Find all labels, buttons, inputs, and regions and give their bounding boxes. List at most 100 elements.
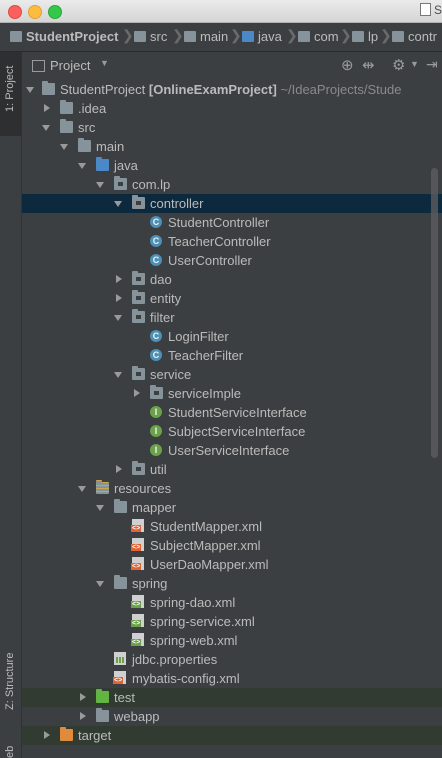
chevron-right-icon[interactable] <box>44 104 50 112</box>
tree-item[interactable]: C StudentController <box>22 213 442 232</box>
tree-item[interactable]: StudentMapper.xml <box>22 517 442 536</box>
tree-item[interactable]: filter <box>22 308 442 327</box>
class-icon: C <box>150 254 162 266</box>
breadcrumb-controller[interactable]: contr <box>392 29 437 44</box>
chevron-down-icon[interactable] <box>114 201 122 207</box>
breadcrumb-project[interactable]: StudentProject <box>10 29 118 44</box>
tree-item[interactable]: test <box>22 688 442 707</box>
chevron-right-icon[interactable] <box>116 465 122 473</box>
tree-item[interactable]: mybatis-config.xml <box>22 669 442 688</box>
tree-item[interactable]: java <box>22 156 442 175</box>
tree-item[interactable]: resources <box>22 479 442 498</box>
tree-item[interactable]: I UserServiceInterface <box>22 441 442 460</box>
chevron-down-icon[interactable] <box>26 87 34 93</box>
project-icon <box>10 31 22 42</box>
breadcrumb-com[interactable]: com <box>298 29 339 44</box>
chevron-down-icon[interactable] <box>96 505 104 511</box>
package-icon <box>132 290 145 304</box>
tree-item[interactable]: spring <box>22 574 442 593</box>
folder-icon <box>114 575 127 589</box>
tree-item[interactable]: jdbc.properties <box>22 650 442 669</box>
chevron-right-icon: ❯ <box>340 27 352 43</box>
chevron-right-icon: ❯ <box>122 27 134 43</box>
chevron-right-icon[interactable] <box>80 693 86 701</box>
source-folder-icon <box>242 31 254 42</box>
chevron-down-icon[interactable] <box>96 182 104 188</box>
tree-item[interactable]: spring-service.xml <box>22 612 442 631</box>
folder-icon <box>4 120 14 130</box>
tree-item[interactable]: target <box>22 726 442 745</box>
chevron-right-icon: ❯ <box>380 27 392 43</box>
folder-icon <box>60 100 73 114</box>
tree-item[interactable]: UserDaoMapper.xml <box>22 555 442 574</box>
zoom-icon[interactable] <box>48 5 62 19</box>
chevron-down-icon[interactable] <box>78 486 86 492</box>
tab-structure[interactable]: Z: Structure <box>4 652 16 710</box>
source-folder-icon <box>96 157 109 171</box>
tree-item[interactable]: SubjectMapper.xml <box>22 536 442 555</box>
chevron-right-icon[interactable] <box>116 275 122 283</box>
tree-item[interactable]: C TeacherFilter <box>22 346 442 365</box>
class-icon: C <box>150 330 162 342</box>
chevron-down-icon[interactable]: ▼ <box>410 59 419 69</box>
excluded-folder-icon <box>60 727 73 741</box>
resources-folder-icon <box>96 480 109 494</box>
chevron-down-icon[interactable] <box>42 125 50 131</box>
tab-project[interactable]: 1: Project <box>0 52 21 136</box>
chevron-down-icon[interactable] <box>60 144 68 150</box>
chevron-right-icon[interactable] <box>44 731 50 739</box>
close-icon[interactable] <box>8 5 22 19</box>
locate-icon[interactable]: ⊕ <box>341 57 354 74</box>
chevron-down-icon[interactable]: ▼ <box>100 58 109 68</box>
chevron-down-icon[interactable] <box>96 581 104 587</box>
chevron-down-icon[interactable] <box>114 372 122 378</box>
tree-item[interactable]: com.lp <box>22 175 442 194</box>
tree-item-selected[interactable]: controller <box>22 194 442 213</box>
chevron-down-icon[interactable] <box>78 163 86 169</box>
tab-web[interactable]: eb <box>4 745 16 758</box>
tree-item[interactable]: entity <box>22 289 442 308</box>
breadcrumb: StudentProject ❯ src ❯ main ❯ java ❯ com… <box>0 23 442 52</box>
xml-file-icon <box>131 557 144 570</box>
chevron-down-icon[interactable] <box>114 315 122 321</box>
chevron-right-icon[interactable] <box>134 389 140 397</box>
tree-item[interactable]: .idea <box>22 99 442 118</box>
breadcrumb-lp[interactable]: lp <box>352 29 378 44</box>
tree-item[interactable]: main <box>22 137 442 156</box>
breadcrumb-src[interactable]: src <box>134 29 167 44</box>
chevron-right-icon[interactable] <box>116 294 122 302</box>
tree-item[interactable]: util <box>22 460 442 479</box>
tree-item[interactable]: spring-web.xml <box>22 631 442 650</box>
xml-file-icon <box>113 671 126 684</box>
properties-file-icon <box>114 652 126 665</box>
collapse-all-icon[interactable]: ⇹ <box>362 57 375 74</box>
view-selector[interactable]: Project <box>50 58 91 73</box>
document-icon <box>420 3 431 16</box>
tree-item[interactable]: serviceImple <box>22 384 442 403</box>
package-icon <box>150 385 163 399</box>
breadcrumb-java[interactable]: java <box>242 29 282 44</box>
gear-icon[interactable]: ⚙ <box>392 57 406 74</box>
tree-item[interactable]: mapper <box>22 498 442 517</box>
tree-item[interactable]: C UserController <box>22 251 442 270</box>
spring-xml-icon <box>131 633 144 646</box>
minimize-icon[interactable] <box>28 5 42 19</box>
hide-icon[interactable]: ⇥ <box>426 56 438 72</box>
chevron-right-icon: ❯ <box>286 27 298 43</box>
web-folder-icon <box>96 708 109 722</box>
tree-root[interactable]: StudentProject [OnlineExamProject] ~/Ide… <box>22 80 442 99</box>
folder-icon <box>78 138 91 152</box>
tree-item[interactable]: I SubjectServiceInterface <box>22 422 442 441</box>
tree-item[interactable]: C LoginFilter <box>22 327 442 346</box>
folder-icon <box>60 119 73 133</box>
tree-item[interactable]: src <box>22 118 442 137</box>
vertical-scrollbar[interactable] <box>431 168 438 458</box>
tree-item[interactable]: spring-dao.xml <box>22 593 442 612</box>
tree-item[interactable]: webapp <box>22 707 442 726</box>
tree-item[interactable]: service <box>22 365 442 384</box>
breadcrumb-main[interactable]: main <box>184 29 228 44</box>
tree-item[interactable]: dao <box>22 270 442 289</box>
tree-item[interactable]: I StudentServiceInterface <box>22 403 442 422</box>
tree-item[interactable]: C TeacherController <box>22 232 442 251</box>
chevron-right-icon[interactable] <box>80 712 86 720</box>
